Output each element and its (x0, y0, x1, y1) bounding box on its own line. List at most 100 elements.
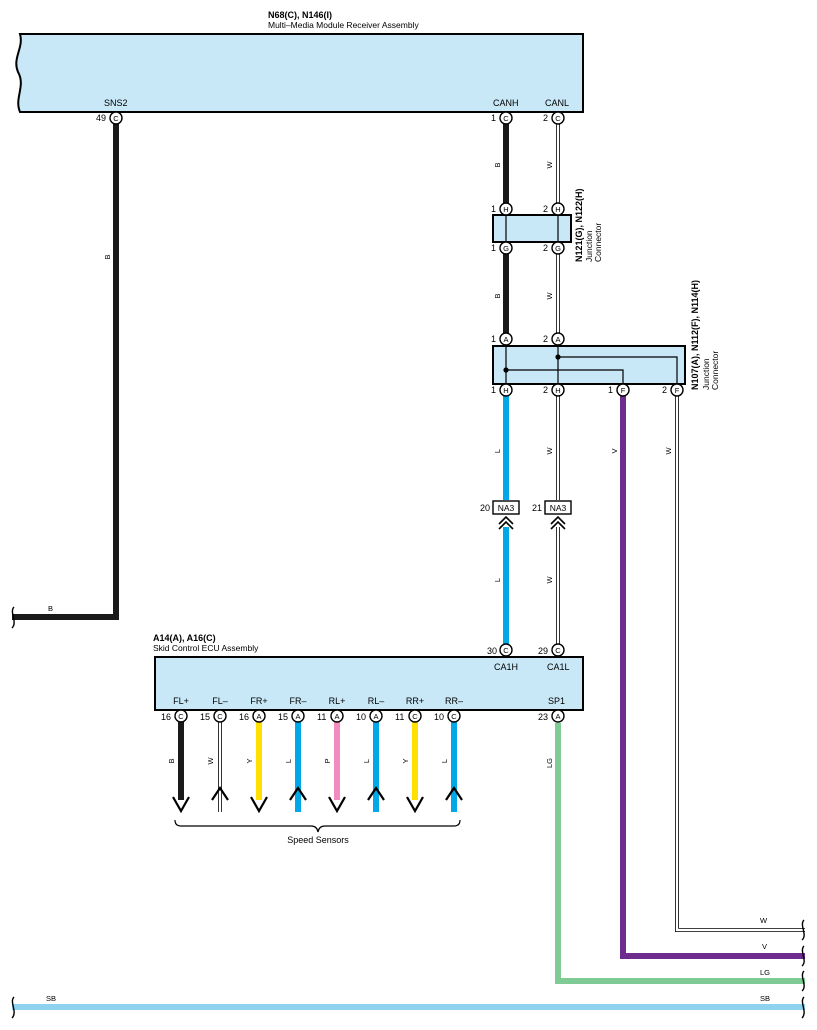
sensor-label-3: FR– (289, 696, 306, 706)
skid-control-ecu: A14(A), A16(C) Skid Control ECU Assembly… (153, 633, 584, 723)
multimedia-module-subtitle: Multi–Media Module Receiver Assembly (268, 20, 419, 30)
label-w-right: W (664, 447, 673, 455)
sensor-conn-3 (291, 709, 305, 723)
sensor-conn-5 (369, 709, 383, 723)
sensor-ltr-7: C (451, 712, 457, 721)
sensor-pin-2: 16 (239, 712, 249, 722)
pin-ca1l: 29 (538, 646, 548, 656)
jc1-ltr-h-1: H (503, 205, 508, 214)
jc2-line1: Junction (701, 358, 711, 390)
jc1-line1: Junction (584, 230, 594, 262)
ltr-ca1l: C (555, 646, 561, 655)
ltr-canl: C (555, 114, 561, 123)
label-l-1: L (493, 449, 502, 453)
sensor-color-2: Y (245, 758, 254, 763)
sensor-arrow-0 (172, 796, 190, 814)
wire-color-labels: B B B W B W L W V W L W LG W V LG SB SB (46, 161, 770, 1003)
sensor-pin-0: 16 (161, 712, 171, 722)
canh-label: CANH (493, 98, 519, 108)
na3-label-a: NA3 (498, 503, 515, 513)
sensor-label-1: FL– (212, 696, 228, 706)
label-l-2: L (493, 578, 502, 582)
label-b-sns2: B (103, 254, 112, 259)
pin-canl: 2 (543, 113, 548, 123)
label-b-canh-2: B (493, 293, 502, 298)
wire-sns2-b (12, 124, 119, 620)
jc1-pin-1-bot: 1 (491, 243, 496, 253)
sensor-ltr-0: C (178, 712, 184, 721)
sensor-color-3: L (284, 759, 293, 763)
jc1-pin-2-top: 2 (543, 204, 548, 214)
jc2-ltr-h-1: H (503, 386, 508, 395)
sensor-arrow-4 (328, 796, 346, 814)
sensor-ltr-2: A (256, 712, 261, 721)
sensor-label-2: FR+ (250, 696, 267, 706)
label-lg-vert: LG (545, 758, 554, 768)
label-w-bottom: W (760, 916, 768, 925)
sensor-label-4: RL+ (329, 696, 346, 706)
sensor-color-0: B (167, 758, 176, 763)
na3-label-b: NA3 (550, 503, 567, 513)
ca1l-label: CA1L (547, 662, 570, 672)
sensor-conn-6 (408, 709, 422, 723)
sensor-label-0: FL+ (173, 696, 189, 706)
jc2-pin-2-top: 2 (543, 334, 548, 344)
multimedia-pins: 49 C 1 C 2 C (96, 111, 565, 125)
sensor-color-4: P (323, 758, 332, 763)
canl-label: CANL (545, 98, 569, 108)
jc2-line2: Connector (710, 351, 720, 390)
junction-connector-1: 1 H 2 H 1 G 2 G N121(G), N122(H) Junctio… (491, 188, 603, 262)
jc2-title: N107(A), N112(F), N114(H) (690, 280, 700, 390)
label-w-4: W (545, 576, 554, 584)
conn-sns2 (109, 111, 123, 125)
pin-sp1: 23 (538, 712, 548, 722)
sensor-pin-4: 11 (317, 712, 326, 722)
label-sb-right: SB (760, 994, 770, 1003)
label-w-3: W (545, 447, 554, 455)
label-w-canl-1: W (545, 161, 554, 169)
sensor-0: FL+16 C B (161, 696, 190, 814)
sensor-label-6: RR+ (406, 696, 424, 706)
sensor-color-1: W (206, 757, 215, 765)
pin-ca1h: 30 (487, 646, 497, 656)
sensor-pin-3: 15 (278, 712, 288, 722)
multimedia-module: N68(C), N146(I) Multi–Media Module Recei… (15, 10, 584, 113)
jc1-ltr-g-1: G (503, 244, 509, 253)
pin-canh: 1 (491, 113, 496, 123)
jc2-pin-2-f: 2 (662, 385, 667, 395)
wire-w-right (675, 396, 805, 932)
jc1-pin-2-bot: 2 (543, 243, 548, 253)
sensor-2: FR+16 A Y (239, 696, 268, 814)
sensor-ltr-1: C (217, 712, 223, 721)
sp1-label: SP1 (548, 696, 565, 706)
multimedia-module-box (15, 33, 584, 113)
sensor-pin-1: 15 (200, 712, 210, 722)
sensor-ltr-5: A (373, 712, 378, 721)
inline-connector-na3: 20 NA3 21 NA3 (480, 500, 572, 530)
jc2-pin-1-bot: 1 (491, 385, 496, 395)
sensor-pin-6: 11 (395, 712, 404, 722)
wires (12, 124, 805, 1010)
sensor-conn-0 (174, 709, 188, 723)
sensor-pin-7: 10 (434, 712, 444, 722)
conn-canh (499, 111, 513, 125)
label-sb-left: SB (46, 994, 56, 1003)
jc2-ltr-h-2: H (555, 386, 560, 395)
sensor-arrow-2 (250, 796, 268, 814)
ltr-ca1h: C (503, 646, 509, 655)
label-v-bottom: V (762, 942, 767, 951)
jc1-box (492, 214, 572, 243)
ltr-sns2: C (113, 114, 119, 123)
break-marks (11, 606, 805, 1019)
sensor-label-7: RR– (445, 696, 463, 706)
na3-pin-20: 20 (480, 503, 490, 513)
sensor-ltr-4: A (334, 712, 339, 721)
sensor-color-6: Y (401, 758, 410, 763)
label-b-left: B (48, 604, 53, 613)
sensor-4: RL+11 A P (317, 696, 346, 814)
skid-subtitle: Skid Control ECU Assembly (153, 643, 259, 653)
sensor-pin-5: 10 (356, 712, 366, 722)
sensor-label-5: RL– (368, 696, 385, 706)
